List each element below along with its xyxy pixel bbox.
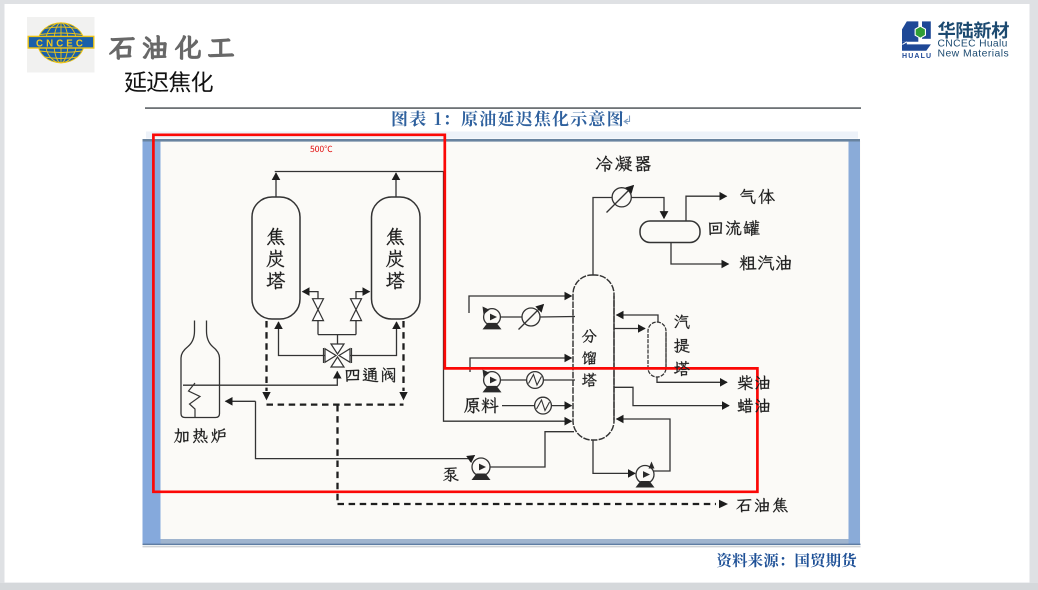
svg-text:New Materials: New Materials	[938, 49, 1010, 60]
svg-text:CNCEC Hualu: CNCEC Hualu	[938, 39, 1008, 50]
svg-text:CNCEC: CNCEC	[36, 38, 86, 49]
svg-text:HUALU: HUALU	[902, 53, 932, 60]
